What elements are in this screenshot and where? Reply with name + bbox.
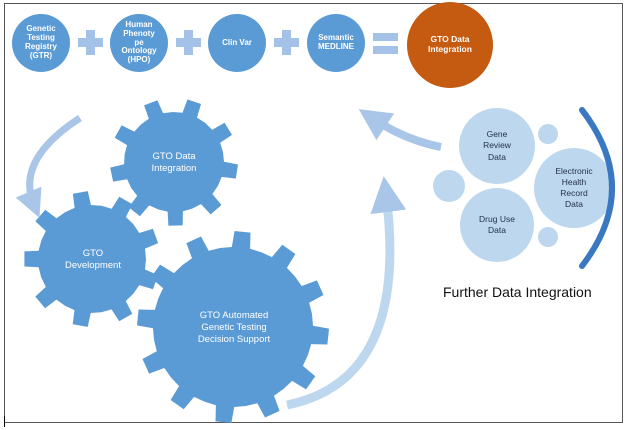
gear-body <box>137 231 329 423</box>
result-label: GTO Data Integration <box>428 34 472 54</box>
integration-arrow <box>358 109 442 151</box>
gear-body <box>110 99 238 226</box>
text-cursor <box>4 416 5 427</box>
plus-icon <box>78 30 103 55</box>
further-data-integration-caption: Further Data Integration <box>443 284 592 300</box>
source-circle-gtr <box>12 14 70 72</box>
gear-gto-development <box>24 191 159 327</box>
diagram-frame <box>4 3 623 423</box>
source-label-clinvar: Clin Var <box>222 37 252 47</box>
data-circle-small-top <box>538 124 558 144</box>
equals-icon <box>373 33 398 54</box>
data-label-gene-review: Gene Review Data <box>483 129 511 162</box>
source-label-gtr: Genetic Testing Registry (GTR) <box>24 24 57 60</box>
gear-label-decision-support: GTO Automated Genetic Testing Decision S… <box>197 310 271 345</box>
source-label-hpo: Human Phenoty pe Ontology (HPO) <box>121 19 157 65</box>
data-circle-ehr <box>534 148 614 228</box>
gear-gto-decision-support <box>137 231 329 423</box>
gear-gto-data-integration <box>110 99 238 226</box>
data-label-drug-use: Drug Use Data <box>479 213 515 235</box>
plus-icon <box>274 30 299 55</box>
plus-icon <box>176 30 201 55</box>
source-label-medline: Semantic MEDLINE <box>318 33 354 51</box>
data-circle-drug-use <box>460 188 534 262</box>
data-circle-small-bottom <box>538 227 558 247</box>
source-circle-medline <box>307 14 365 72</box>
gear-label-development: GTO Development <box>65 248 121 271</box>
result-circle <box>407 2 493 88</box>
data-circle-small-left <box>433 170 465 202</box>
source-circle-hpo <box>110 14 168 72</box>
source-circle-clinvar <box>208 14 266 72</box>
gear-label-data-integration: GTO Data Integration <box>151 151 197 174</box>
data-label-ehr: Electronic Health Record Data <box>555 165 593 210</box>
cycle-arrow-right <box>286 176 407 410</box>
data-bracket <box>579 107 615 269</box>
cycle-arrow-left <box>15 115 82 218</box>
data-circle-gene-review <box>459 108 535 184</box>
gear-body <box>24 191 159 327</box>
